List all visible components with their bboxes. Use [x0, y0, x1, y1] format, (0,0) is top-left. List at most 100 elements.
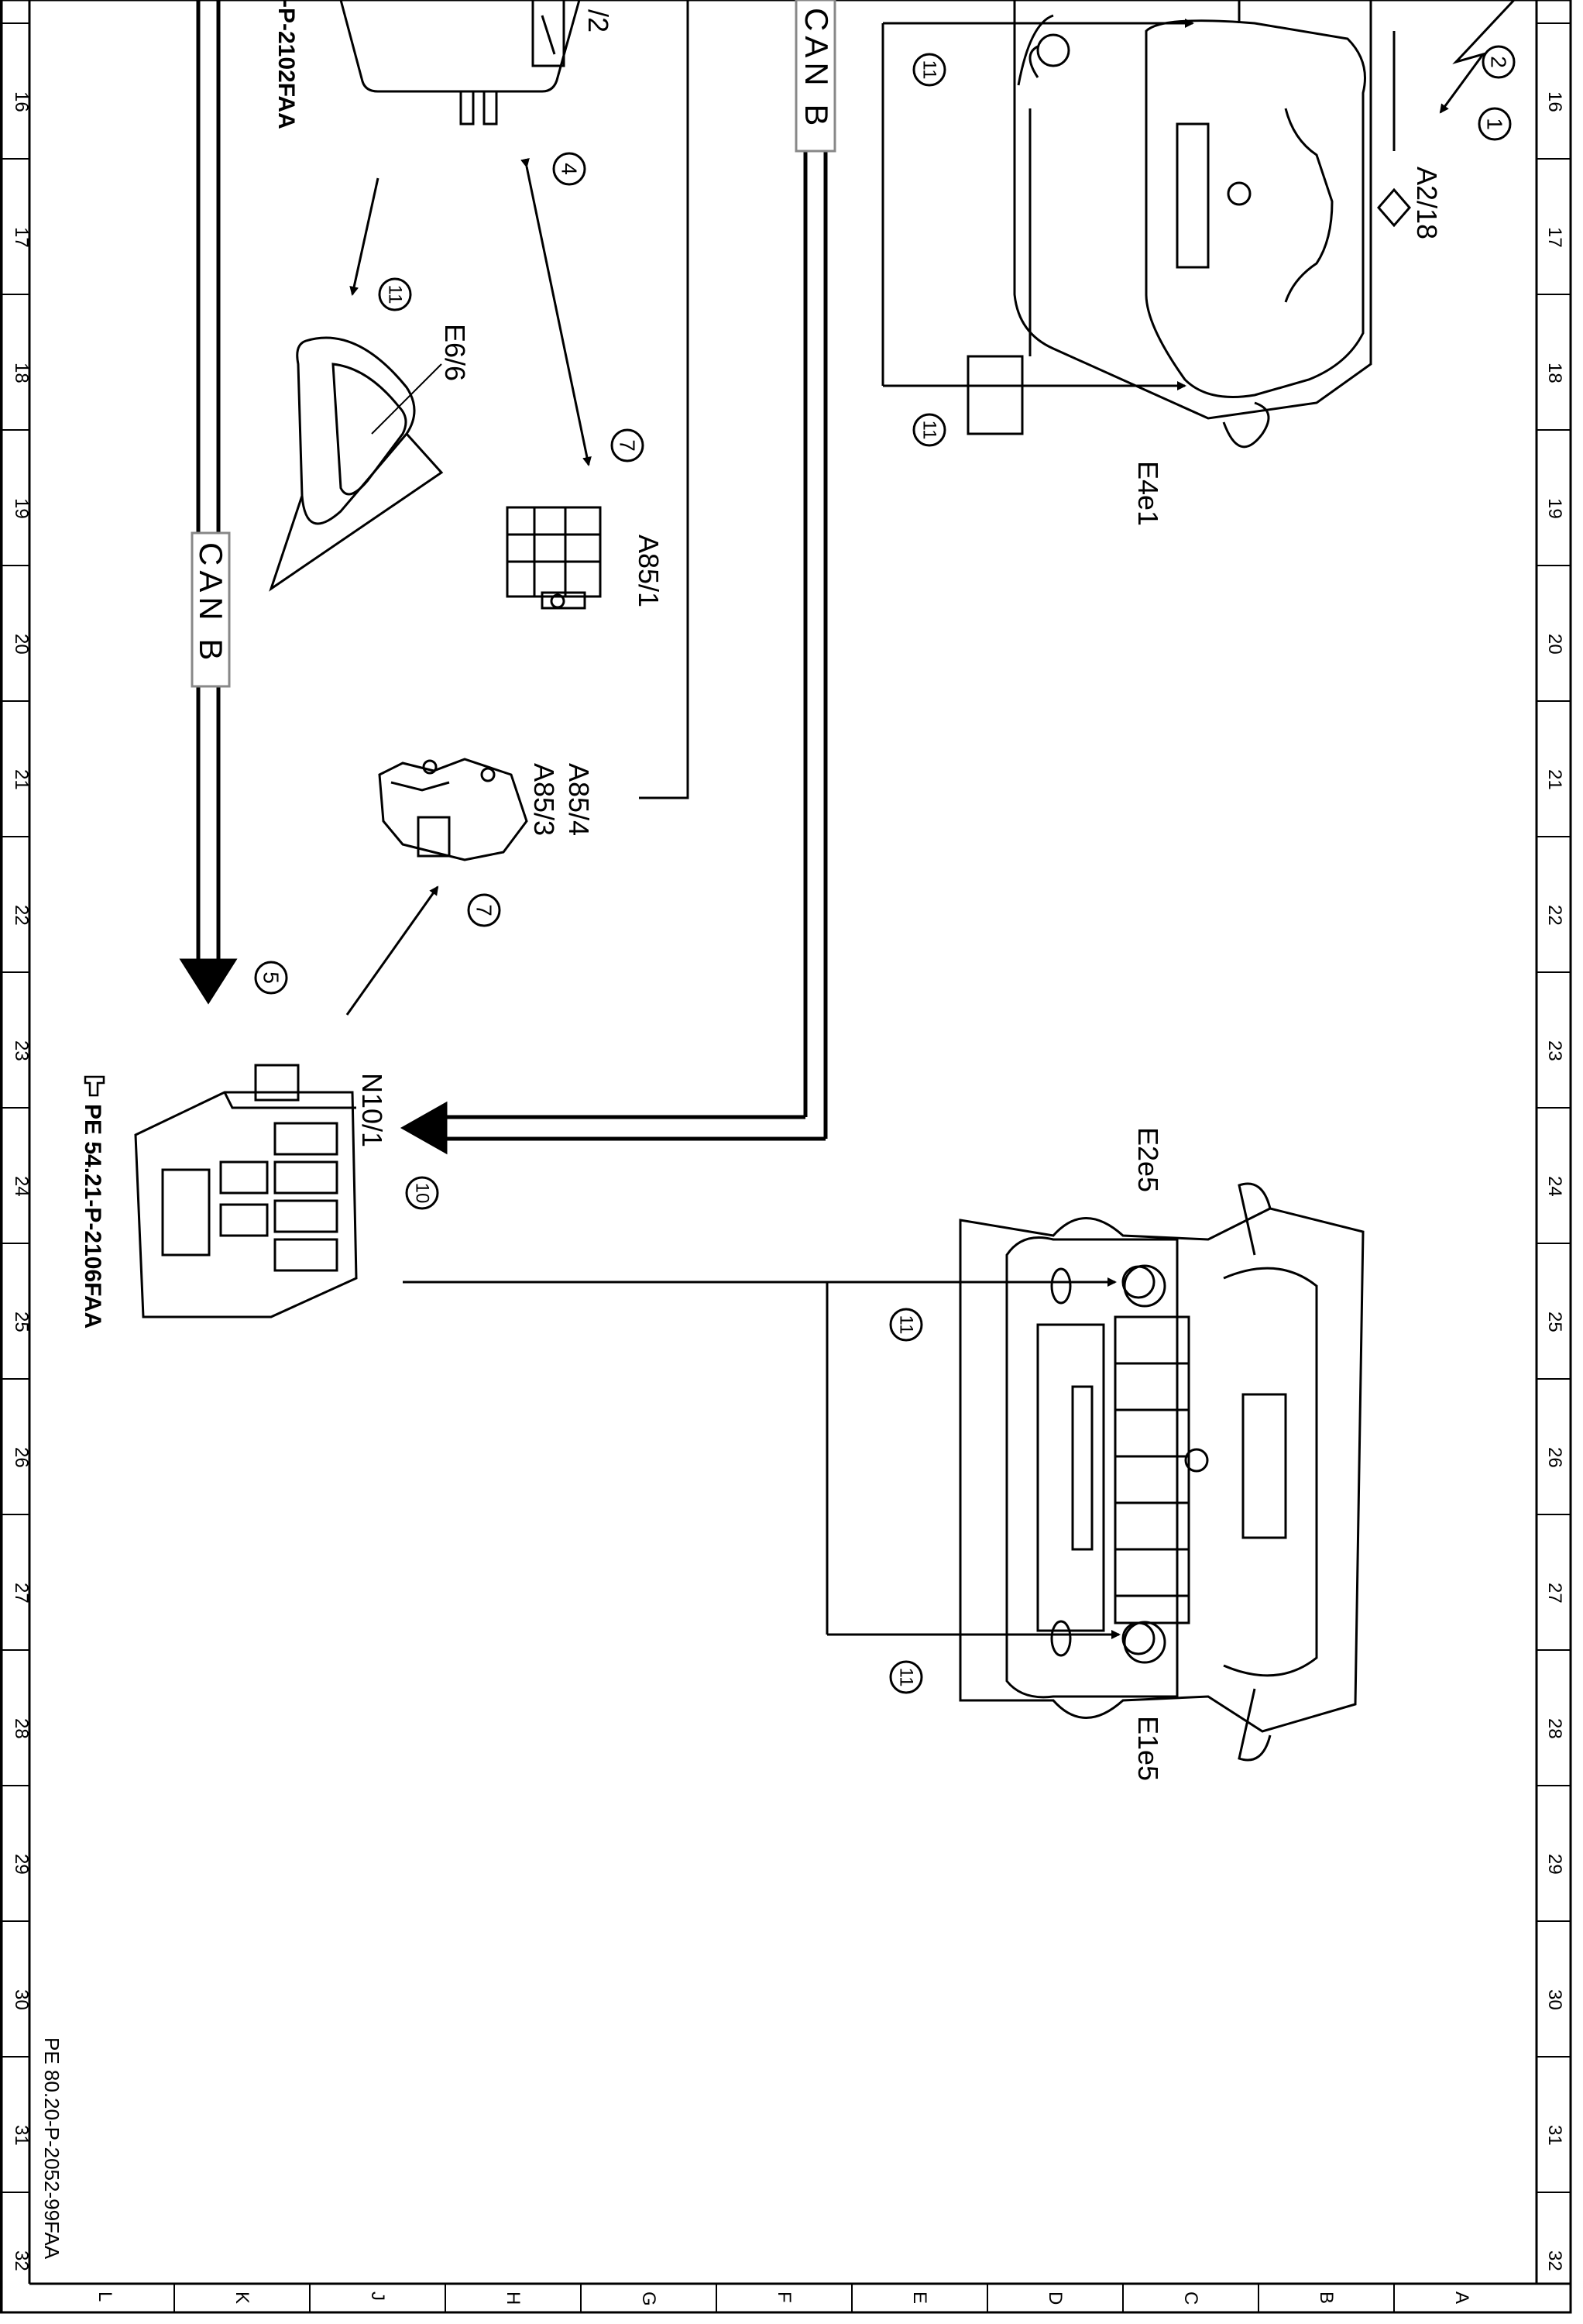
label-upper-ref: -P-2102FAA	[273, 0, 299, 129]
arrow-to-mirror	[349, 177, 379, 296]
actuator-a85-1	[506, 506, 602, 610]
ruler-letter: D	[1045, 2291, 1066, 2305]
ruler-num: 16	[1544, 91, 1565, 112]
ruler-num: 19	[11, 498, 32, 519]
arrow-callout-4	[520, 157, 592, 466]
wires-to-front-lamps	[403, 1277, 1121, 1639]
ruler-num: 23	[1544, 1040, 1565, 1061]
label-module-partial: /2	[582, 9, 614, 33]
callout-11-rear-bottom: 11	[919, 421, 940, 440]
wires-to-rear-lamps	[881, 19, 1194, 390]
ruler-num: 24	[1544, 1176, 1565, 1197]
ruler-letter: G	[638, 2291, 659, 2306]
can-b-label-upper: CAN B	[798, 8, 835, 130]
ruler-num: 22	[11, 905, 32, 926]
ruler-num: 18	[1544, 363, 1565, 383]
ruler-num: 16	[11, 91, 32, 112]
right-ruler-numbers: 16 17 18 19 20 21 22 23 24 25 26 27 28 2…	[1544, 91, 1565, 2271]
callout-numbers: 1 2 4 5 7 7 10 11 11 11 11 11	[259, 56, 1511, 1686]
can-bus-lower-label-box: CAN B	[191, 531, 231, 688]
ruler-num: 29	[1544, 1854, 1565, 1875]
ruler-num: 24	[11, 1176, 32, 1197]
ruler-letter: E	[909, 2291, 930, 2304]
mirror-e6-6	[269, 336, 444, 592]
ruler-letter: L	[94, 2291, 115, 2302]
ruler-letter: A	[1451, 2291, 1472, 2304]
ruler-num: 26	[11, 1447, 32, 1468]
arrow-callout-7-lower	[345, 885, 439, 1016]
lightning-signal-icon	[1439, 0, 1516, 114]
ruler-letter: J	[367, 2291, 388, 2301]
label-a85-4: A85/4	[563, 763, 595, 836]
ruler-letter: F	[774, 2291, 795, 2303]
ruler-num: 19	[1544, 498, 1565, 519]
ruler-ticks	[2, 22, 1571, 2312]
front-car-illustration	[959, 1182, 1365, 1762]
ruler-num: 29	[11, 1854, 32, 1875]
diamond-symbol-icon	[1377, 187, 1411, 228]
label-e4e1: E4e1	[1132, 461, 1164, 526]
ruler-num: 22	[1544, 905, 1565, 926]
can-bus-lower	[179, 0, 238, 1005]
ruler-num: 31	[11, 2125, 32, 2146]
hand-pointer-icon	[84, 1075, 105, 1097]
callout-7-upper: 7	[616, 439, 640, 452]
callout-7-lower: 7	[472, 904, 496, 916]
ruler-num: 20	[11, 634, 32, 655]
actuator-a85-3-4	[378, 758, 528, 861]
ruler-num: 17	[1544, 227, 1565, 248]
can-bus-upper	[400, 151, 828, 1155]
ruler-num: 28	[1544, 1718, 1565, 1739]
leader-e6-6	[371, 363, 442, 435]
module-n10-1	[134, 1064, 358, 1318]
can-bus-upper-label-box: CAN B	[795, 0, 836, 153]
label-a2-18: A2/18	[1411, 167, 1443, 239]
ruler-num: 23	[11, 1040, 32, 1061]
callout-4: 4	[558, 163, 582, 175]
ruler-letter: B	[1316, 2291, 1337, 2304]
ruler-num: 32	[1544, 2250, 1565, 2271]
ruler-num: 28	[11, 1718, 32, 1739]
ruler-num: 26	[1544, 1447, 1565, 1468]
ruler-num: 32	[11, 2250, 32, 2271]
ruler-num: 18	[11, 363, 32, 383]
label-n10-1: N10/1	[356, 1073, 388, 1147]
ruler-num: 30	[1544, 1989, 1565, 2010]
can-b-label-lower: CAN B	[193, 542, 229, 665]
ruler-num: 27	[11, 1583, 32, 1604]
ruler-num: 31	[1544, 2125, 1565, 2146]
callout-11-mirror: 11	[385, 285, 406, 304]
ruler-letter: H	[503, 2291, 524, 2305]
left-ruler-numbers: 16 17 18 19 20 21 22 23 24 25 26 27 28 2…	[11, 91, 32, 2271]
ruler-letter: C	[1180, 2291, 1201, 2305]
ruler-num: 27	[1544, 1583, 1565, 1604]
document-reference: PE 80.20-P-2052-99FAA	[40, 2037, 64, 2260]
callout-11-front-left: 11	[896, 1315, 917, 1335]
ruler-num: 21	[1544, 769, 1565, 790]
callouts	[254, 45, 1516, 1694]
ruler-num: 25	[11, 1312, 32, 1332]
ruler-num: 25	[1544, 1312, 1565, 1332]
label-e1e5: E1e5	[1132, 1716, 1164, 1781]
wire-module-to-a85-3	[639, 0, 689, 799]
control-module-partial	[339, 0, 581, 125]
ruler-num: 21	[11, 769, 32, 790]
callout-2: 2	[1487, 56, 1511, 68]
ruler-num: 17	[11, 227, 32, 248]
ruler-num: 30	[11, 1989, 32, 2010]
callout-11-front-right: 11	[896, 1668, 917, 1687]
label-a85-1: A85/1	[633, 535, 664, 607]
ruler-num: 20	[1544, 634, 1565, 655]
label-e2e5: E2e5	[1132, 1127, 1164, 1192]
label-a85-3: A85/3	[528, 763, 560, 836]
callout-11-rear-top: 11	[919, 60, 940, 80]
callout-5: 5	[259, 971, 283, 984]
callout-10: 10	[412, 1183, 433, 1204]
rear-car-illustration	[967, 0, 1372, 449]
label-e6-6: E6/6	[439, 324, 471, 381]
label-lower-ref: PE 54.21-P-2106FAA	[80, 1104, 105, 1329]
ruler-letter: K	[232, 2291, 252, 2304]
bottom-letters: L K J H G F E D C B A	[94, 2291, 1472, 2306]
